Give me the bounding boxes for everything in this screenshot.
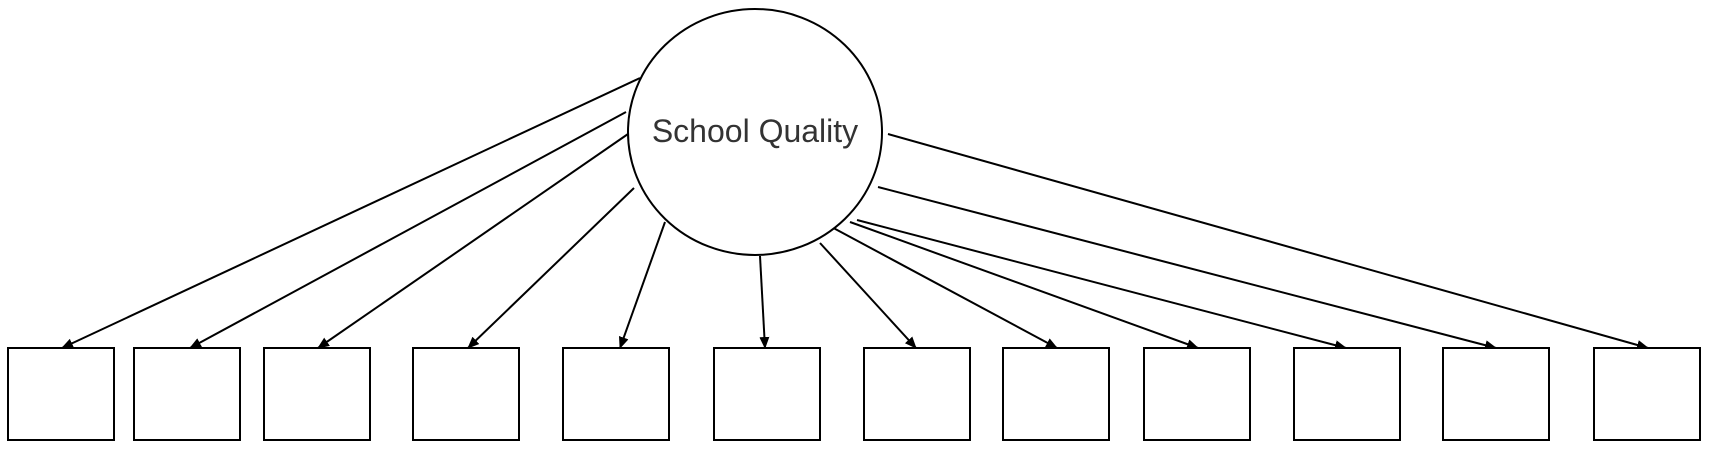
indicator-node-3[interactable] bbox=[263, 347, 371, 441]
indicator-box[interactable] bbox=[412, 347, 520, 441]
latent-circle[interactable] bbox=[627, 8, 883, 256]
edges-layer bbox=[61, 77, 1649, 351]
indicator-node-9[interactable] bbox=[1143, 347, 1251, 441]
loading-arrow-6 bbox=[759, 255, 770, 349]
indicator-box[interactable] bbox=[1593, 347, 1701, 441]
indicator-box[interactable] bbox=[1002, 347, 1110, 441]
loading-arrow-2 bbox=[189, 111, 627, 349]
loading-arrow-5 bbox=[618, 221, 666, 349]
loading-arrow-7 bbox=[819, 242, 917, 349]
indicator-node-11[interactable] bbox=[1442, 347, 1550, 441]
latent-label: School Quality bbox=[652, 113, 858, 149]
indicator-box[interactable] bbox=[863, 347, 971, 441]
indicator-box[interactable] bbox=[263, 347, 371, 441]
indicator-box[interactable] bbox=[133, 347, 241, 441]
loading-arrow-4 bbox=[467, 187, 635, 349]
indicator-node-4[interactable] bbox=[412, 347, 520, 441]
indicator-node-10[interactable] bbox=[1293, 347, 1401, 441]
indicator-node-12[interactable] bbox=[1593, 347, 1701, 441]
loading-arrow-9 bbox=[849, 221, 1199, 349]
indicator-node-5[interactable] bbox=[562, 347, 670, 441]
loading-arrow-8 bbox=[825, 223, 1058, 349]
latent-node[interactable]: School Quality bbox=[627, 8, 883, 256]
indicator-box[interactable] bbox=[713, 347, 821, 441]
indicator-node-1[interactable] bbox=[7, 347, 115, 441]
indicator-node-7[interactable] bbox=[863, 347, 971, 441]
indicator-box[interactable] bbox=[1293, 347, 1401, 441]
indicator-box[interactable] bbox=[7, 347, 115, 441]
indicator-node-6[interactable] bbox=[713, 347, 821, 441]
loading-arrow-10 bbox=[856, 219, 1347, 351]
indicator-box[interactable] bbox=[562, 347, 670, 441]
loading-arrow-12 bbox=[887, 133, 1649, 350]
loading-arrow-3 bbox=[317, 133, 629, 349]
loading-arrow-1 bbox=[61, 77, 641, 349]
indicators-layer bbox=[7, 347, 1701, 441]
indicator-box[interactable] bbox=[1143, 347, 1251, 441]
indicator-node-2[interactable] bbox=[133, 347, 241, 441]
indicator-node-8[interactable] bbox=[1002, 347, 1110, 441]
indicator-box[interactable] bbox=[1442, 347, 1550, 441]
loading-arrow-11 bbox=[877, 186, 1497, 351]
